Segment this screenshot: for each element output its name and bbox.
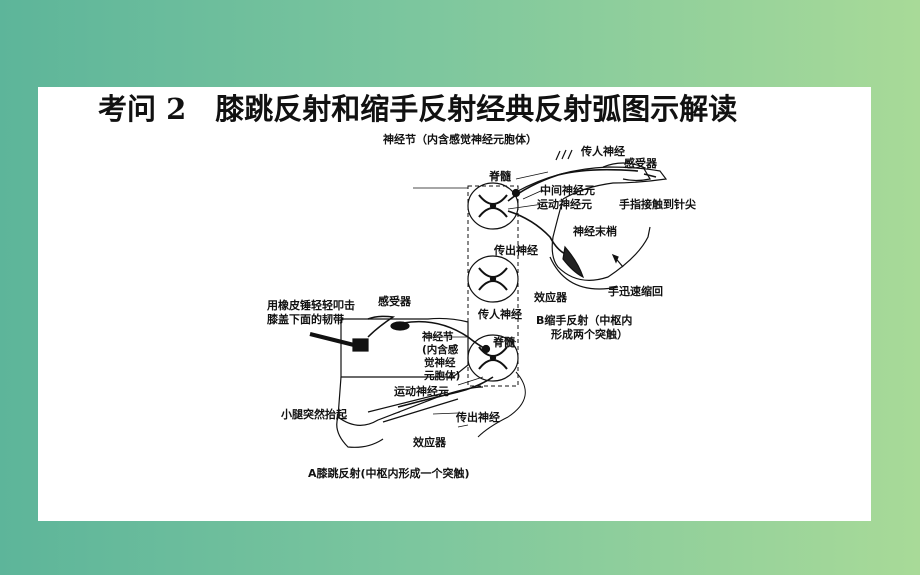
label-motor-top: 运动神经元 [537,197,592,211]
label-ganglion-b1: 神经节 [422,330,454,343]
label-spinal-bottom: 脊髓 [492,335,516,349]
spinal-cord-section-top [467,182,519,230]
label-efferent-bottom: 传出神经 [455,410,500,424]
label-afferent-bottom: 传人神经 [477,307,522,321]
efferent-path-top [507,210,569,256]
label-interneuron: 中间神经元 [540,183,595,197]
label-hammer-line1: 用橡皮锤轻轻叩击 [267,298,355,312]
label-ganglion-b3: 觉神经 [424,356,456,369]
label-motor-bottom: 运动神经元 [394,384,449,398]
spinal-cord-section-mid [467,255,519,303]
label-effector-bottom: 效应器 [413,435,447,449]
knee-tendon [367,315,396,338]
reflex-hammer-handle [309,332,355,347]
label-leg-raise: 小腿突然抬起 [280,407,348,421]
label-ganglion-b4: 元胞体) [424,369,460,382]
label-receptor-bottom: 感受器 [378,294,412,308]
knee-receptor [390,321,410,331]
label-spinal-top: 脊髓 [488,169,512,183]
label-hand-withdraw: 手迅速缩回 [608,284,663,298]
lower-leg-lines [367,391,459,423]
label-hammer-line2: 膝盖下面的韧带 [267,312,344,326]
foot-outline [336,416,384,448]
label-b-line2: 形成两个突触） [551,327,628,341]
reflex-arc-diagram: 神经节（内含感觉神经元胞体） 传人神经 感受器 脊髓 中间神经元 运动神经元 手… [267,132,696,480]
slide-card: 考问 2 膝跳反射和缩手反射经典反射弧图示解读 [38,87,871,521]
label-efferent-mid: 传出神经 [493,243,538,257]
reflex-hammer-head [352,338,369,352]
label-ganglion-top: 神经节（内含感觉神经元胞体） [383,132,537,146]
label-finger-touch: 手指接触到针尖 [619,197,696,211]
pin-icon [643,173,657,178]
label-b-line1: B缩手反射（中枢内 [536,313,632,327]
dashed-connector-box [467,185,519,387]
hand-outline [602,162,651,182]
label-nerve-ending: 神经末梢 [573,224,617,238]
forearm-outline [551,198,651,281]
knee-block [340,317,469,378]
elbow-curve [549,256,619,290]
label-afferent-top: 传人神经 [580,144,625,158]
efferent-path-bottom [397,376,494,408]
effector-muscle-top [562,245,585,279]
slide-title: 考问 2 膝跳反射和缩手反射经典反射弧图示解读 [98,92,738,126]
label-a-caption: A膝跳反射(中枢内形成一个突触) [308,466,470,480]
spinal-cord-section-bottom [467,334,519,382]
label-effector-top: 效应器 [534,290,568,304]
afferent-path-top [507,168,639,202]
label-ganglion-b2: (内含感 [422,343,459,356]
label-receptor-top: 感受器 [624,156,658,170]
